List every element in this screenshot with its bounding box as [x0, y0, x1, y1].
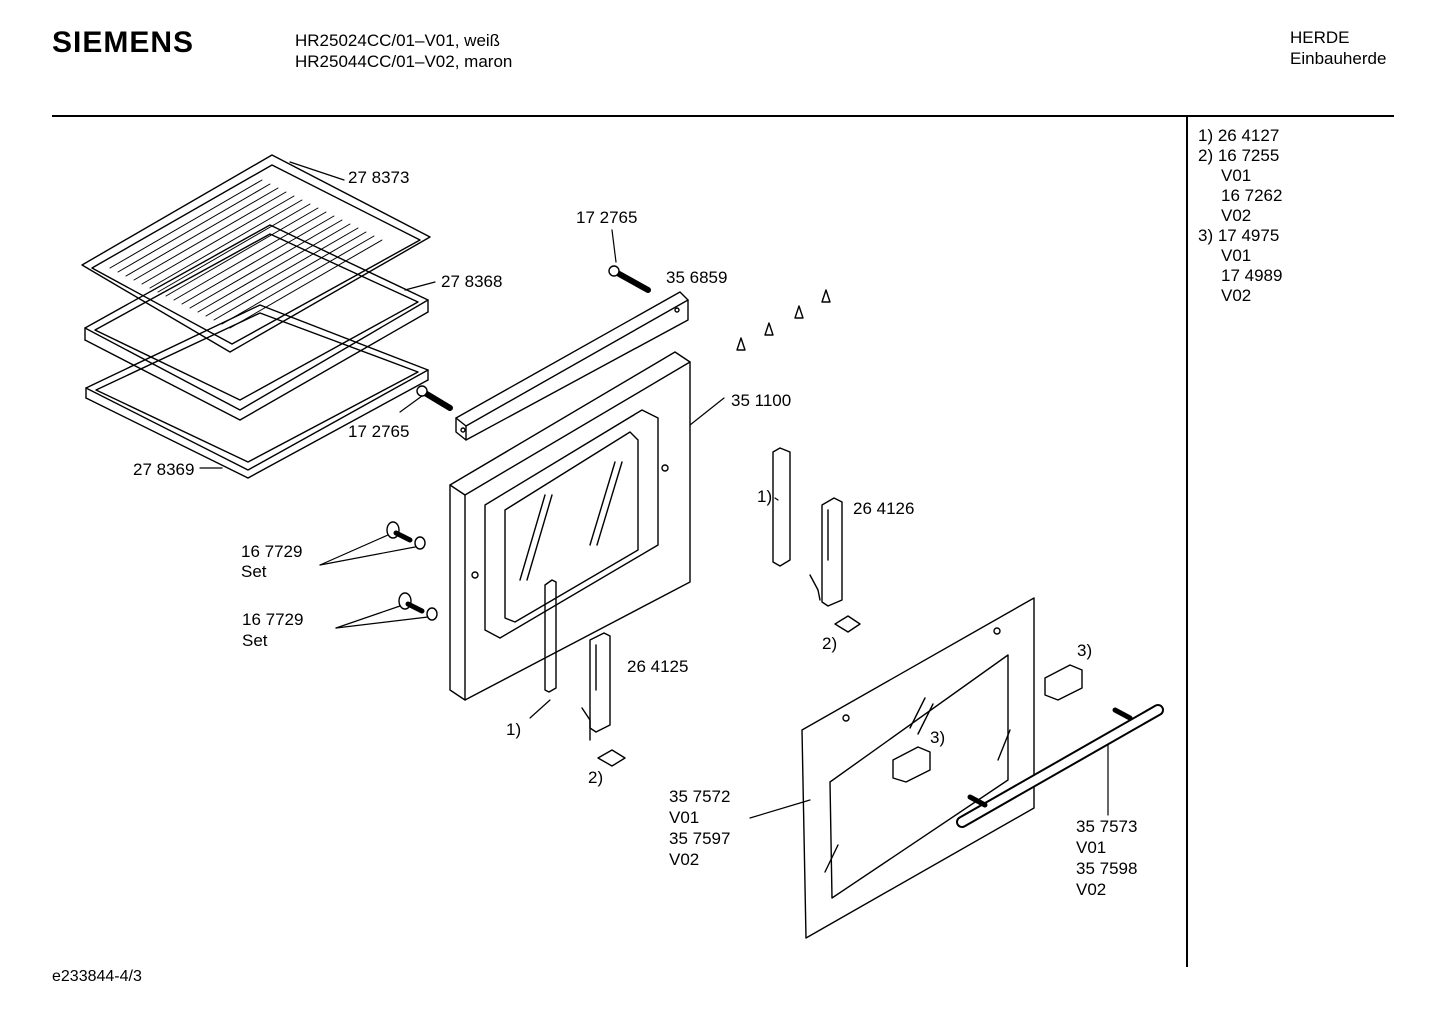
part-label-167729-a: 16 7729 [241, 542, 303, 561]
ref-label-3-bracket: 3) [1077, 641, 1093, 660]
leader-lines [200, 162, 1108, 818]
part-label-264125: 26 4125 [627, 657, 689, 676]
part-label-351100: 35 1100 [731, 391, 792, 410]
handle-bracket-drawing [893, 665, 1082, 782]
ref-label-3-glass: 3) [930, 728, 946, 747]
oven-rack-drawing [82, 155, 430, 352]
handle-label-line: 35 7598 [1076, 859, 1138, 878]
part-label-172765-left: 17 2765 [348, 422, 410, 441]
glass-label-line: V02 [669, 850, 700, 869]
header-divider [52, 115, 1394, 117]
model-line-1: HR25024CC/01–V01, weiß [295, 31, 501, 50]
part-label-278373: 27 8373 [348, 168, 410, 187]
ref-label-2-right: 2) [822, 634, 838, 653]
category-block: HERDE Einbauherde [1290, 27, 1386, 69]
flat-tray-drawing [86, 305, 428, 478]
inner-door-frame-drawing [450, 352, 690, 700]
glass-label-line: 35 7597 [669, 829, 731, 848]
document-id: e233844-4/3 [52, 968, 142, 985]
legend-row: 3) 17 4975 [1198, 226, 1280, 245]
glass-part-numbers: 35 7572 V01 35 7597 V02 [669, 786, 730, 870]
door-handle-drawing [962, 710, 1158, 822]
legend-row: 1) 26 4127 [1198, 126, 1280, 145]
screw-drawing [417, 266, 648, 408]
legend-divider [1186, 117, 1188, 967]
part-label-278369: 27 8369 [133, 460, 195, 479]
hinge-rail-drawing [456, 292, 688, 440]
glass-label-line: V01 [669, 808, 700, 827]
ref-label-2-left: 2) [588, 768, 604, 787]
legend-row: V01 [1221, 246, 1252, 265]
handle-label-line: 35 7573 [1076, 817, 1138, 836]
legend-row: 2) 16 7255 [1198, 146, 1280, 165]
ref-label-1-left: 1) [506, 720, 522, 739]
handle-label-line: V01 [1076, 838, 1107, 857]
category-title: HERDE [1290, 28, 1350, 47]
handle-label-line: V02 [1076, 880, 1107, 899]
glass-label-line: 35 7572 [669, 787, 731, 806]
fastener-set-drawing [387, 522, 437, 620]
baking-tray-drawing [85, 225, 428, 420]
part-label-356859: 35 6859 [666, 268, 728, 287]
legend-row: V02 [1221, 206, 1252, 225]
part-label-167729-b: 16 7729 [242, 610, 304, 629]
small-screws-drawing [737, 290, 830, 350]
hinge-drawing [582, 498, 860, 766]
part-label-172765-top: 17 2765 [576, 208, 638, 227]
legend-row: 17 4989 [1221, 266, 1283, 285]
parts-legend: 1) 26 4127 2) 16 7255 V01 16 7262 V02 3)… [1198, 126, 1282, 306]
legend-row: V01 [1221, 166, 1252, 185]
door-profile-drawing [545, 448, 790, 692]
part-label-set-a: Set [241, 562, 267, 581]
handle-part-numbers: 35 7573 V01 35 7598 V02 [1076, 816, 1137, 900]
part-label-set-b: Set [242, 631, 268, 650]
part-label-278368: 27 8368 [441, 272, 503, 291]
category-subtitle: Einbauherde [1290, 49, 1387, 68]
ref-label-1-right: 1) [757, 487, 773, 506]
brand-logo: SIEMENS [52, 26, 195, 59]
model-list: HR25024CC/01–V01, weiß HR25044CC/01–V02,… [295, 30, 512, 72]
model-line-2: HR25044CC/01–V02, maron [295, 52, 513, 71]
legend-row: V02 [1221, 286, 1252, 305]
outer-glass-panel-drawing [802, 598, 1034, 938]
legend-row: 16 7262 [1221, 186, 1283, 205]
part-label-264126: 26 4126 [853, 499, 915, 518]
